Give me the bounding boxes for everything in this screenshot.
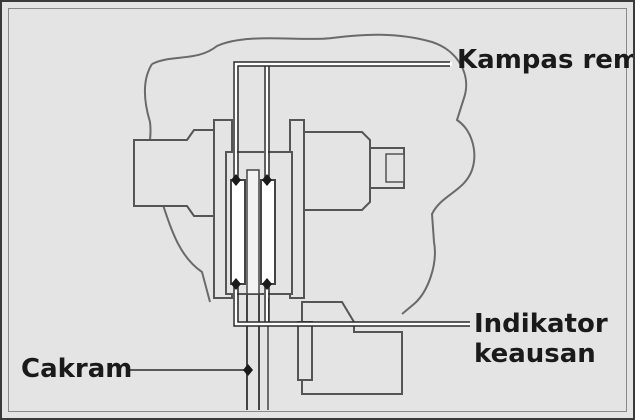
label-wear-indicator-line2: keausan bbox=[474, 339, 596, 369]
disc-center bbox=[246, 169, 260, 295]
caliper-right-body bbox=[303, 131, 371, 211]
label-wear-indicator-line1: Indikator bbox=[474, 309, 608, 339]
label-disc: Cakram bbox=[21, 354, 133, 384]
marker-pad-bottom-left bbox=[231, 278, 241, 290]
hub-block bbox=[301, 301, 403, 395]
marker-pad-bottom-right bbox=[262, 278, 272, 290]
caliper-bolt-head bbox=[385, 153, 405, 183]
label-wear-indicator: Indikator keausan bbox=[474, 309, 608, 369]
callout-brake-pads-ink bbox=[233, 61, 450, 180]
marker-pad-top-right bbox=[262, 174, 272, 186]
hub-flange bbox=[297, 321, 313, 381]
pad-markers bbox=[231, 174, 272, 376]
caliper-left-body bbox=[133, 129, 215, 217]
lower-housing-outline bbox=[161, 201, 211, 303]
inner-border bbox=[8, 8, 627, 412]
callout-wear-indicator bbox=[233, 284, 470, 326]
marker-pad-top-left bbox=[231, 174, 241, 186]
marker-disc bbox=[243, 364, 253, 376]
callout-wear-indicator-ink bbox=[233, 284, 470, 327]
brake-pad-right bbox=[260, 179, 276, 285]
label-brake-pads: Kampas rem bbox=[457, 45, 635, 75]
brake-pad-left bbox=[230, 179, 246, 285]
callout-brake-pads bbox=[233, 62, 452, 180]
